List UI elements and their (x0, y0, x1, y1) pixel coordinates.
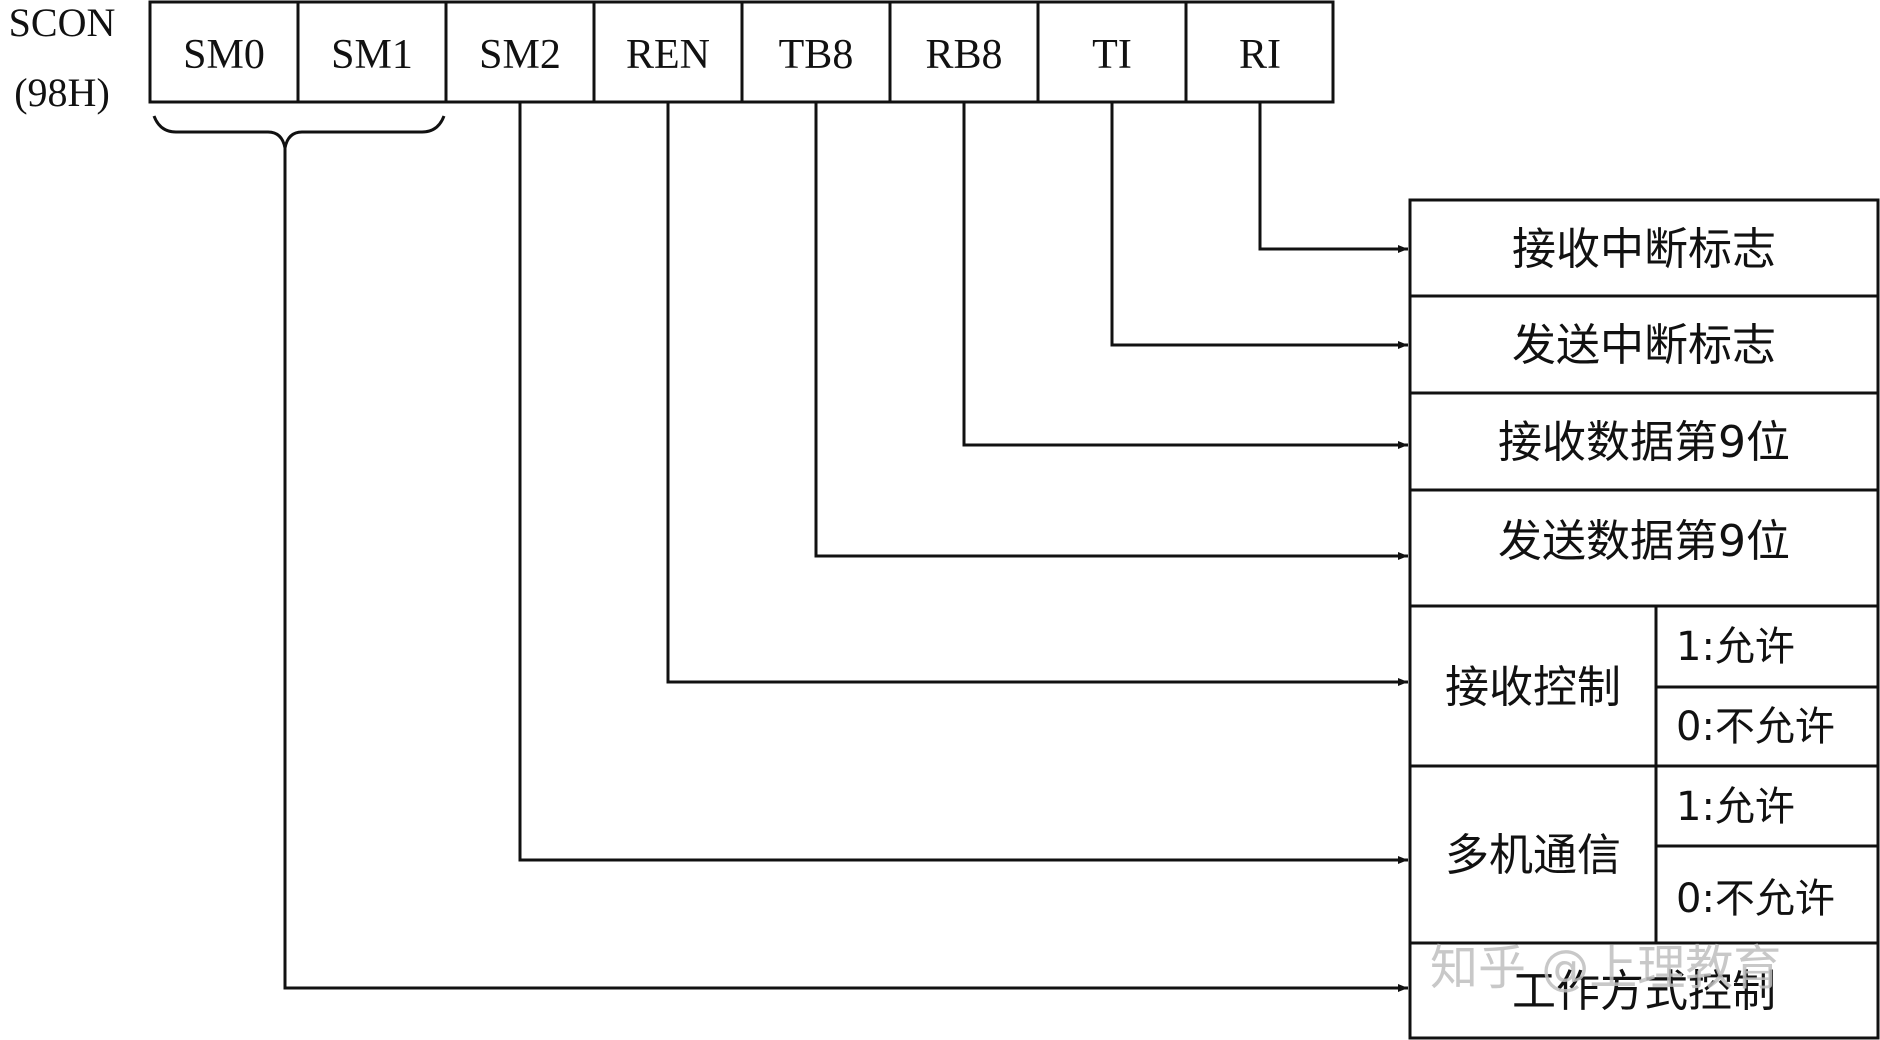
bit-sm0: SM0 (183, 32, 265, 78)
bit-ren: REN (626, 32, 710, 78)
connector-tb8 (814, 102, 1408, 560)
connector-ri (1258, 102, 1408, 253)
ri-function-label: 接收中断标志 (1512, 224, 1776, 275)
connector-ren (666, 102, 1408, 686)
bit-rb8: RB8 (925, 32, 1002, 78)
ti-function-label: 发送中断标志 (1512, 320, 1776, 371)
register-address: (98H) (14, 70, 110, 115)
sm0-sm1-brace (152, 115, 446, 149)
tb8-function-label: 发送数据第9位 (1498, 516, 1790, 567)
bit-sm2: SM2 (479, 32, 561, 78)
table-outline (1408, 198, 1880, 1040)
ren-option-deny: 0:不允许 (1676, 704, 1835, 750)
rb8-function-label: 接收数据第9位 (1498, 417, 1790, 468)
bit-ri: RI (1239, 32, 1281, 78)
sm2-function-label: 多机通信 (1445, 830, 1621, 881)
ren-function-label: 接收控制 (1445, 662, 1621, 713)
sm2-option-allow: 1:允许 (1676, 784, 1795, 830)
connector-ti (1110, 102, 1408, 349)
ren-option-allow: 1:允许 (1676, 624, 1795, 670)
bit-sm1: SM1 (331, 32, 413, 78)
bit-tb8: TB8 (779, 32, 854, 78)
register-name: SCON (9, 0, 116, 45)
bit-ti: TI (1092, 32, 1132, 78)
connector-rb8 (962, 102, 1408, 449)
watermark: 知乎 @上理教育 (1430, 940, 1781, 996)
sm2-option-deny: 0:不允许 (1676, 876, 1835, 922)
sm01-function-label: 工作方式控制 (1512, 966, 1776, 1017)
connector-sm2 (518, 102, 1408, 864)
function-table (1408, 198, 1880, 1040)
connector-sm0-sm1 (283, 148, 1408, 992)
register-bits (148, 0, 1335, 104)
